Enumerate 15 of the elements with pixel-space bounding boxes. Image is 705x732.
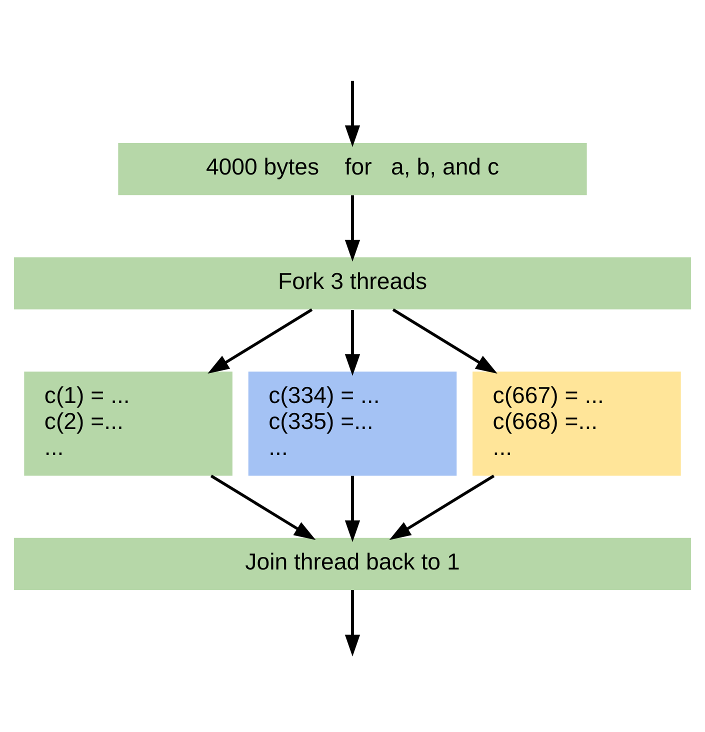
node-box: Join thread back to 1	[14, 537, 691, 590]
arrow	[210, 474, 316, 540]
arrow	[392, 308, 498, 374]
node-box: c(1) = ... c(2) =... ...	[24, 371, 232, 476]
arrow	[344, 475, 360, 542]
arrow	[344, 194, 360, 262]
arrow	[208, 308, 313, 374]
node-box: c(667) = ... c(668) =... ...	[472, 371, 681, 476]
arrow	[389, 474, 495, 540]
node-box: c(334) = ... c(335) =... ...	[248, 371, 457, 476]
arrow	[344, 309, 360, 376]
arrow	[344, 590, 360, 656]
node-box: 4000 bytes for a, b, and c	[118, 142, 587, 195]
arrow	[344, 80, 360, 147]
node-box: Fork 3 threads	[14, 256, 691, 309]
